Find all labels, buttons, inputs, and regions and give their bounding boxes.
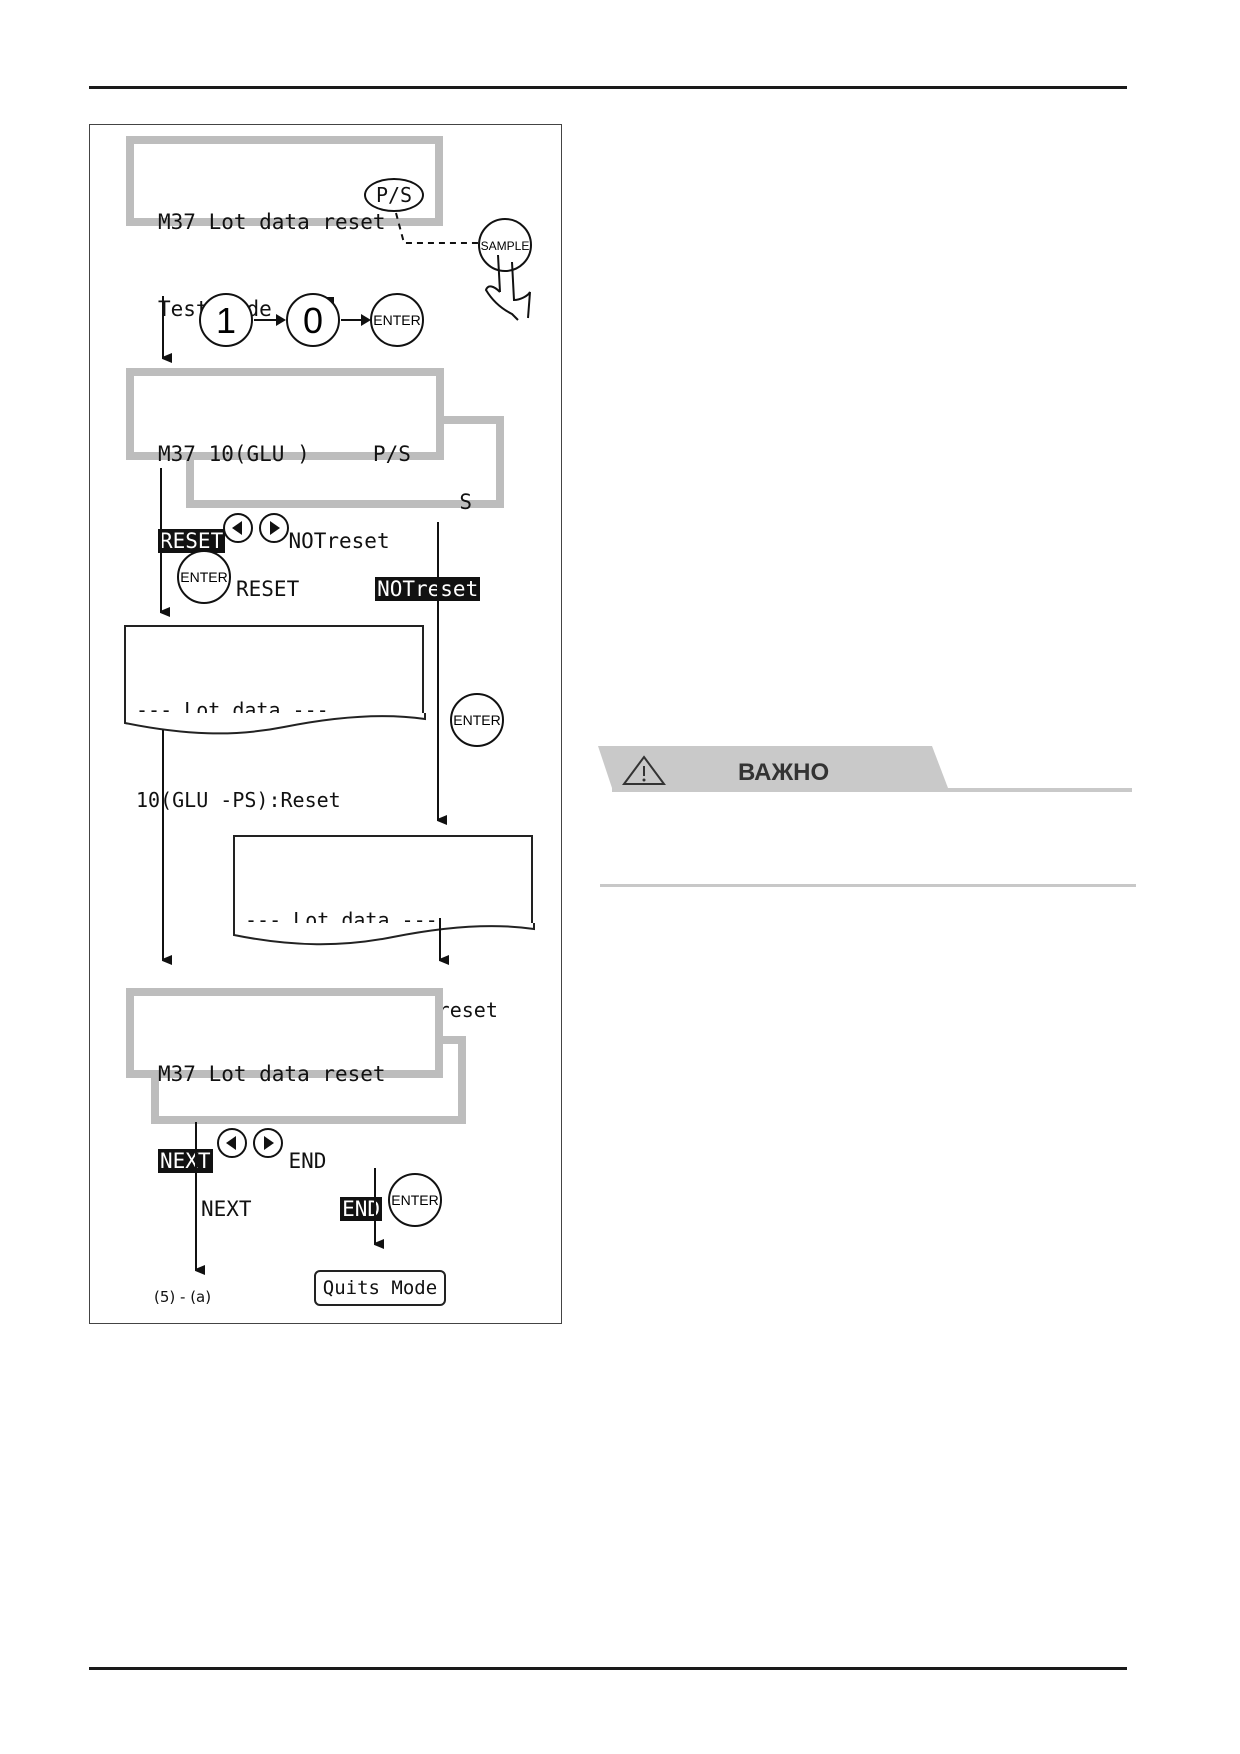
paper-tear-edge [124, 713, 426, 735]
sample-key-label: SAMPLE [481, 239, 530, 253]
partial-text: S [459, 490, 472, 514]
end-option: END [288, 1149, 327, 1173]
next-option-selected: NEXT [158, 1149, 213, 1173]
enter-key-1: ENTER [370, 293, 424, 347]
digit-0-label: 0 [303, 300, 323, 341]
left-arrow-key-2-icon [217, 1128, 247, 1158]
flowchart-panel [89, 124, 562, 1324]
right-arrow-key-icon [259, 513, 289, 543]
digit-1-label: 1 [216, 300, 236, 341]
lcd-next-screen: M37 Lot data reset NEXT END [126, 988, 443, 1173]
enter-key-3-label: ENTER [453, 712, 500, 728]
right-arrow-key-2-icon [253, 1128, 283, 1158]
sample-key: SAMPLE [478, 218, 532, 272]
printout-reset-result: 10(GLU -PS):Reset [136, 788, 341, 812]
printout-reset: --- Lot data --- 10(GLU -PS):Reset [124, 625, 426, 812]
end-screen-title: M37 Lot data reset [158, 1062, 386, 1086]
enter-key-3: ENTER [450, 693, 504, 747]
quits-mode-box: Quits Mode [314, 1270, 446, 1306]
reset-option: RESET [236, 577, 300, 601]
top-rule [89, 86, 1127, 89]
select-title: M37 10(GLU ) P/S [158, 442, 411, 466]
enter-key-4: ENTER [388, 1173, 442, 1227]
ps-label: P/S [364, 178, 424, 212]
lcd-title: M37 Lot data reset [158, 210, 386, 234]
lcd-reset-screen: M37 10(GLU ) P/S RESET NOTreset [126, 368, 444, 553]
notice-title: ВАЖНО [738, 759, 830, 786]
enter-key-1-label: ENTER [373, 312, 420, 328]
notice-bottom-rule [600, 884, 1136, 887]
sample-dashed-connector [395, 212, 482, 244]
next-option: NEXT [201, 1197, 252, 1221]
bottom-rule [89, 1667, 1127, 1670]
enter-key-4-label: ENTER [391, 1192, 438, 1208]
digit-1-key: 1 [199, 293, 253, 347]
reference-label: (5) - (a) [154, 1288, 212, 1306]
digit-0-key: 0 [286, 293, 340, 347]
enter-key-2: ENTER [177, 550, 231, 604]
paper-tear-edge [233, 923, 535, 946]
warning-triangle-icon [622, 755, 666, 785]
notreset-option-selected: NOTreset [375, 577, 481, 601]
finger-icon [484, 254, 531, 321]
left-arrow-key-icon [223, 513, 253, 543]
enter-key-2-label: ENTER [180, 569, 227, 585]
notice-banner [598, 746, 1132, 792]
notreset-option: NOTreset [288, 529, 390, 553]
reset-option-selected: RESET [158, 529, 226, 553]
